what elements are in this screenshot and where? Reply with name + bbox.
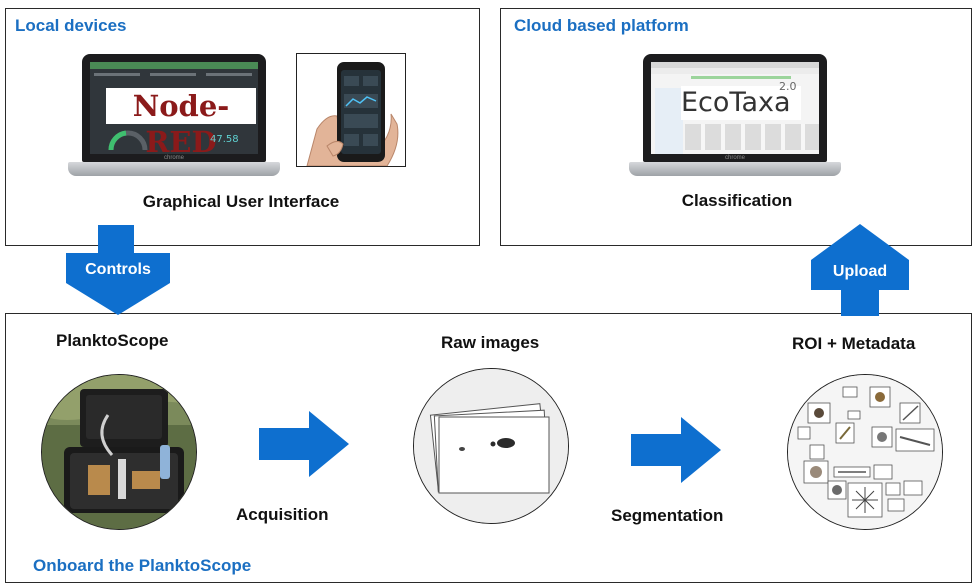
planktoscope-photo: [41, 374, 197, 530]
onboard-panel: Onboard the PlanktoScope PlanktoScope Ra…: [5, 313, 972, 583]
ecotaxa-logo: EcoTaxa: [681, 86, 801, 120]
gauge-value: 47.58: [210, 134, 239, 145]
roi-metadata-label: ROI + Metadata: [792, 334, 916, 353]
roi-collage-icon: [788, 375, 942, 529]
image-stack-icon: [414, 369, 568, 523]
hand-holding-phone-icon: [297, 54, 405, 166]
ecotaxa-laptop: EcoTaxa 2.0 chrome: [629, 54, 841, 176]
gauge-icon: [108, 130, 148, 151]
raw-images-photo: [413, 368, 569, 524]
onboard-title: Onboard the PlanktoScope: [33, 556, 252, 575]
raw-images-label: Raw images: [441, 333, 540, 352]
planktoscope-label: PlanktoScope: [56, 331, 169, 350]
laptop-brand: chrome: [163, 155, 184, 161]
acquisition-arrow: [259, 411, 349, 477]
node-red-laptop: Node-RED 47.58 chrome: [68, 54, 280, 176]
phone-image: [296, 53, 406, 167]
controls-label: Controls: [85, 261, 151, 278]
local-devices-panel: Local devices Node-RED 47.58 chrome: [5, 8, 480, 246]
segmentation-label: Segmentation: [611, 506, 724, 525]
cloud-platform-panel: Cloud based platform EcoTaxa 2.0 chrome …: [500, 8, 972, 246]
ecotaxa-version: 2.0: [779, 80, 797, 93]
local-devices-title: Local devices: [15, 16, 127, 35]
segmentation-arrow: [631, 417, 721, 483]
node-red-label: Node-RED: [106, 88, 256, 154]
upload-arrow: [811, 224, 909, 316]
planktoscope-case-icon: [42, 375, 196, 529]
gui-caption: Graphical User Interface: [142, 192, 340, 211]
upload-label: Upload: [832, 263, 888, 280]
classification-caption: Classification: [681, 191, 793, 210]
controls-arrow: [66, 225, 170, 315]
laptop-brand-cloud: chrome: [724, 155, 745, 161]
acquisition-label: Acquisition: [236, 505, 329, 524]
cloud-platform-title: Cloud based platform: [514, 16, 689, 35]
roi-metadata-photo: [787, 374, 943, 530]
